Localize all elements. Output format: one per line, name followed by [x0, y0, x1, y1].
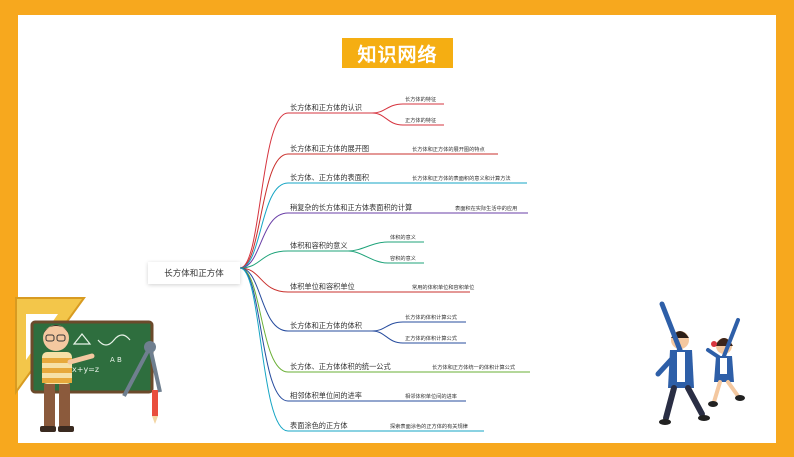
connector-branch-7-child-1 — [371, 321, 404, 332]
mindmap-leaf-7-2[interactable]: 正方体的体积计算公式 — [405, 336, 457, 342]
connector-branch-7-child-2 — [371, 330, 404, 344]
mindmap-branch-10[interactable]: 表面涂色的正方体 — [290, 421, 348, 430]
mindmap-leaf-9-1[interactable]: 相邻体积单位间的进率 — [405, 394, 457, 400]
mindmap-leaf-1-1[interactable]: 长方体的特征 — [405, 97, 437, 103]
students-illustration — [655, 301, 745, 425]
connector-root-branch-5 — [239, 250, 289, 269]
connector-root-branch-9 — [239, 267, 289, 402]
teacher-illustration: x+y=z A B — [15, 297, 162, 432]
mindmap-branch-5[interactable]: 体积和容积的意义 — [290, 241, 348, 250]
mindmap-branch-7[interactable]: 长方体和正方体的体积 — [290, 321, 362, 330]
mindmap-branch-4[interactable]: 稍复杂的长方体和正方体表面积的计算 — [290, 203, 413, 212]
connector-root-branch-10 — [239, 267, 289, 432]
connector-branch-5-child-1 — [347, 241, 389, 252]
mindmap-branch-9[interactable]: 相邻体积单位间的进率 — [290, 391, 362, 400]
mindmap-leaf-5-2[interactable]: 容积的意义 — [390, 256, 416, 262]
connector-root-branch-6 — [239, 267, 289, 293]
connector-root-branch-8 — [239, 267, 289, 373]
connector-root-branch-2 — [239, 153, 289, 269]
svg-text:A B: A B — [110, 356, 122, 364]
mindmap-branch-3[interactable]: 长方体、正方体的表面积 — [290, 173, 370, 182]
mindmap-leaf-7-1[interactable]: 长方体的体积计算公式 — [405, 315, 457, 321]
mindmap-leaf-1-2[interactable]: 正方体的特征 — [405, 118, 437, 124]
connector-branch-1-child-1 — [371, 103, 404, 114]
mindmap-leaf-8-1[interactable]: 长方体和正方体统一的体积计算公式 — [432, 365, 516, 371]
mindmap-root[interactable]: 长方体和正方体 — [148, 262, 240, 284]
mindmap-branch-6[interactable]: 体积单位和容积单位 — [290, 282, 355, 291]
mindmap-branch-1[interactable]: 长方体和正方体的认识 — [290, 103, 362, 112]
connector-root-branch-1 — [239, 112, 289, 269]
connector-root-branch-3 — [239, 182, 289, 269]
svg-text:x+y=z: x+y=z — [72, 365, 99, 374]
mindmap-leaf-3-1[interactable]: 长方体和正方体的表面积的意义和计算方法 — [412, 176, 511, 182]
connector-root-branch-4 — [239, 212, 289, 269]
page-title: 知识网络 — [342, 38, 453, 68]
mindmap-branch-8[interactable]: 长方体、正方体体积的统一公式 — [290, 362, 391, 371]
mindmap-leaf-4-1[interactable]: 表面积在实际生活中的应用 — [455, 206, 518, 212]
mindmap-branch-2[interactable]: 长方体和正方体的展开图 — [290, 144, 370, 153]
mindmap-leaf-10-1[interactable]: 探索表面涂色的正方体的有关规律 — [390, 424, 468, 430]
connector-branch-1-child-2 — [371, 112, 404, 126]
mindmap-leaf-6-1[interactable]: 常用的体积单位和容积单位 — [412, 285, 475, 291]
connector-branch-5-child-2 — [347, 250, 389, 264]
mindmap-leaf-5-1[interactable]: 体积的意义 — [390, 235, 416, 241]
connector-root-branch-7 — [239, 267, 289, 332]
mindmap-leaf-2-1[interactable]: 长方体和正方体的展开图的特点 — [412, 147, 485, 153]
